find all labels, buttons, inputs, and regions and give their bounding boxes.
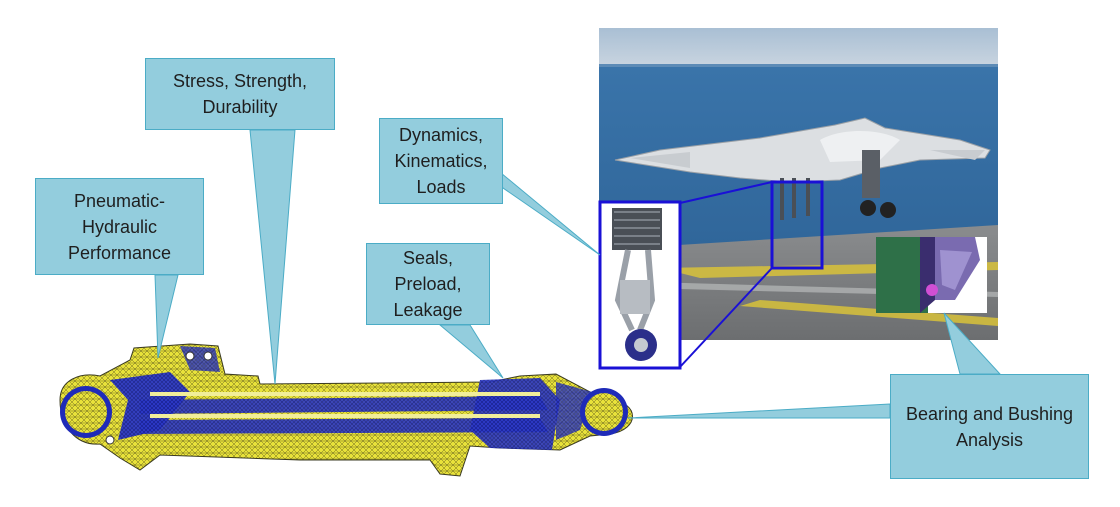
- callout-seals-preload-leakage: Seals, Preload, Leakage: [366, 243, 490, 325]
- callout-line: Preload,: [394, 274, 462, 294]
- callout-line: Hydraulic: [81, 216, 158, 237]
- callout-line: Durability: [202, 97, 278, 117]
- callout-line: Seals,: [402, 248, 454, 268]
- callout-line: Performance: [67, 242, 172, 263]
- pointer-pneumatic: [154, 274, 179, 359]
- callout-line: Leakage: [393, 300, 463, 320]
- callout-line: Kinematics,: [394, 151, 488, 171]
- callout-line: Bearing and Bushing: [905, 403, 1074, 424]
- callout-stress-strength-durability: Stress, Strength, Durability: [145, 58, 335, 130]
- pointer-stress: [249, 129, 296, 385]
- callout-dynamics-kinematics-loads: Dynamics, Kinematics, Loads: [379, 118, 503, 204]
- pointer-seals: [438, 324, 504, 379]
- callout-line: Pneumatic-: [73, 190, 166, 211]
- pointer-dynamics: [494, 167, 601, 256]
- callout-pointers: [154, 129, 1002, 419]
- fea-mesh-actuator: [59, 343, 633, 477]
- pointer-bearing-left: [627, 403, 891, 419]
- bearing-detail-render: [876, 237, 987, 313]
- callout-line: Dynamics,: [398, 125, 483, 145]
- callout-line: Analysis: [955, 429, 1024, 450]
- drone-icon: [614, 117, 991, 220]
- callout-bearing-bushing-analysis: Bearing and Bushing Analysis: [890, 374, 1089, 479]
- callout-line: Stress, Strength,: [172, 71, 308, 91]
- landing-gear-render: [598, 200, 682, 370]
- callout-line: Loads: [416, 177, 466, 197]
- callout-pneumatic-hydraulic-performance: Pneumatic- Hydraulic Performance: [35, 178, 204, 275]
